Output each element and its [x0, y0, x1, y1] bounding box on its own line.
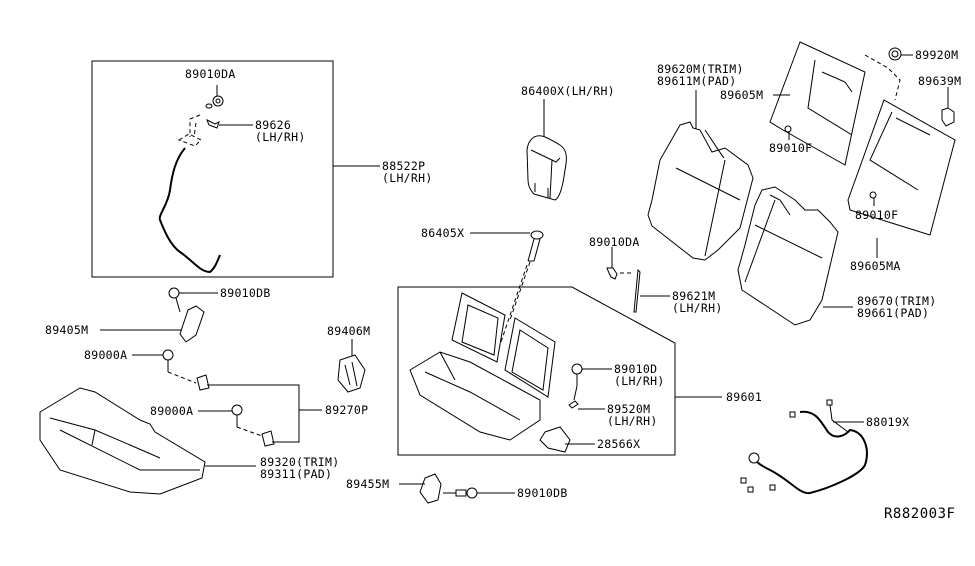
- clip-89010F-a-part: [784, 125, 792, 140]
- clip-89010F-b-part: [869, 191, 877, 206]
- callout-89605M: 89605M: [720, 88, 764, 102]
- reference-code: R882003F: [884, 506, 956, 522]
- callout-86400X: 86400X(LH/RH): [521, 84, 615, 98]
- headrest-86400X: [526, 135, 567, 201]
- callout-89010D: 89010D: [614, 362, 658, 376]
- callout-88019X: 88019X: [866, 415, 910, 429]
- bolt-89010DB-top-part: [168, 287, 218, 313]
- callout-89000A-a: 89000A: [84, 348, 128, 362]
- callout-89626-note: (LH/RH): [255, 130, 306, 144]
- seat-frame-89601: [409, 292, 556, 441]
- callout-89611M: 89611M(PAD): [657, 74, 737, 88]
- callout-89320: 89320(TRIM): [260, 455, 340, 469]
- hook-89639M-part: [941, 87, 955, 127]
- callout-88522P-note: (LH/RH): [382, 171, 433, 185]
- clip-89010DA-mid-part: [606, 267, 618, 280]
- callout-89621M: 89621M: [672, 289, 716, 303]
- bracket-89455M-part: [399, 473, 442, 504]
- dash-89000A-a: [167, 371, 197, 384]
- dash-89000A-b: [236, 426, 263, 437]
- callout-89010DB-bottom: 89010DB: [517, 486, 568, 500]
- leader-89270P: [207, 384, 322, 443]
- bolt-89010D-part: [571, 363, 612, 386]
- callout-89626: 89626: [255, 118, 292, 132]
- harness-bracket: [177, 114, 202, 147]
- frame-group-box: [397, 286, 676, 456]
- guide-dash-lines: [499, 261, 531, 346]
- callout-89520M: 89520M: [607, 402, 651, 416]
- callout-89010DA-mid: 89010DA: [589, 235, 640, 249]
- latch-cover-89406M-part: [337, 339, 366, 393]
- harness-cable-88522P: [158, 147, 221, 274]
- harness-88019X-part: [740, 399, 868, 495]
- callout-89601: 89601: [726, 390, 763, 404]
- callout-89010F-a: 89010F: [769, 141, 813, 155]
- callout-89010DA-top: 89010DA: [185, 67, 236, 81]
- harness-group-box: [91, 60, 334, 278]
- callout-89620M: 89620M(TRIM): [657, 62, 744, 76]
- clip-89010DA-part: [205, 85, 224, 109]
- seatback-panel-89605M: [769, 41, 866, 166]
- seatback-trim-89620M: [647, 121, 754, 261]
- bolt-89000A-b-part: [198, 404, 243, 427]
- callout-89920M: 89920M: [915, 48, 959, 62]
- connector-89520M-part: [568, 385, 605, 410]
- bolt-89000A-a-part: [132, 349, 174, 372]
- clip-89920M-part: [888, 47, 913, 61]
- callout-89670: 89670(TRIM): [857, 294, 937, 308]
- callout-89000A-b: 89000A: [150, 404, 194, 418]
- callout-89270P: 89270P: [325, 403, 369, 417]
- callout-88522P: 88522P: [382, 159, 426, 173]
- callout-89311: 89311(PAD): [260, 467, 333, 481]
- headrest-guide-86405X: [527, 230, 544, 262]
- callout-89639M: 89639M: [918, 74, 962, 88]
- callout-89520M-note: (LH/RH): [607, 414, 658, 428]
- callout-89605MA: 89605MA: [850, 259, 901, 273]
- panel-dash-link: [864, 54, 901, 101]
- bracket-89405M-part: [179, 305, 205, 343]
- callout-89406M: 89406M: [327, 324, 371, 338]
- callout-89661: 89661(PAD): [857, 306, 930, 320]
- callout-86405X: 86405X: [421, 226, 465, 240]
- clip-89270P-b: [261, 430, 275, 447]
- bolt-89010DB-bottom-part: [443, 487, 515, 499]
- callout-28566X: 28566X: [597, 437, 641, 451]
- callout-89621M-note: (LH/RH): [672, 301, 723, 315]
- seatback-trim-89670: [737, 186, 839, 326]
- callout-89455M: 89455M: [346, 477, 390, 491]
- seat-cushion-89320: [39, 387, 206, 495]
- rod-89621M: [633, 268, 641, 313]
- callout-89010DB-top: 89010DB: [220, 286, 271, 300]
- clip-89270P-a: [196, 374, 210, 391]
- callout-89405M: 89405M: [45, 323, 89, 337]
- callout-89010F-b: 89010F: [855, 208, 899, 222]
- seatback-panel-89605MA: [847, 99, 956, 236]
- callout-89010D-note: (LH/RH): [614, 374, 665, 388]
- clip-89626-part: [206, 118, 253, 129]
- module-28566X-part: [539, 426, 595, 453]
